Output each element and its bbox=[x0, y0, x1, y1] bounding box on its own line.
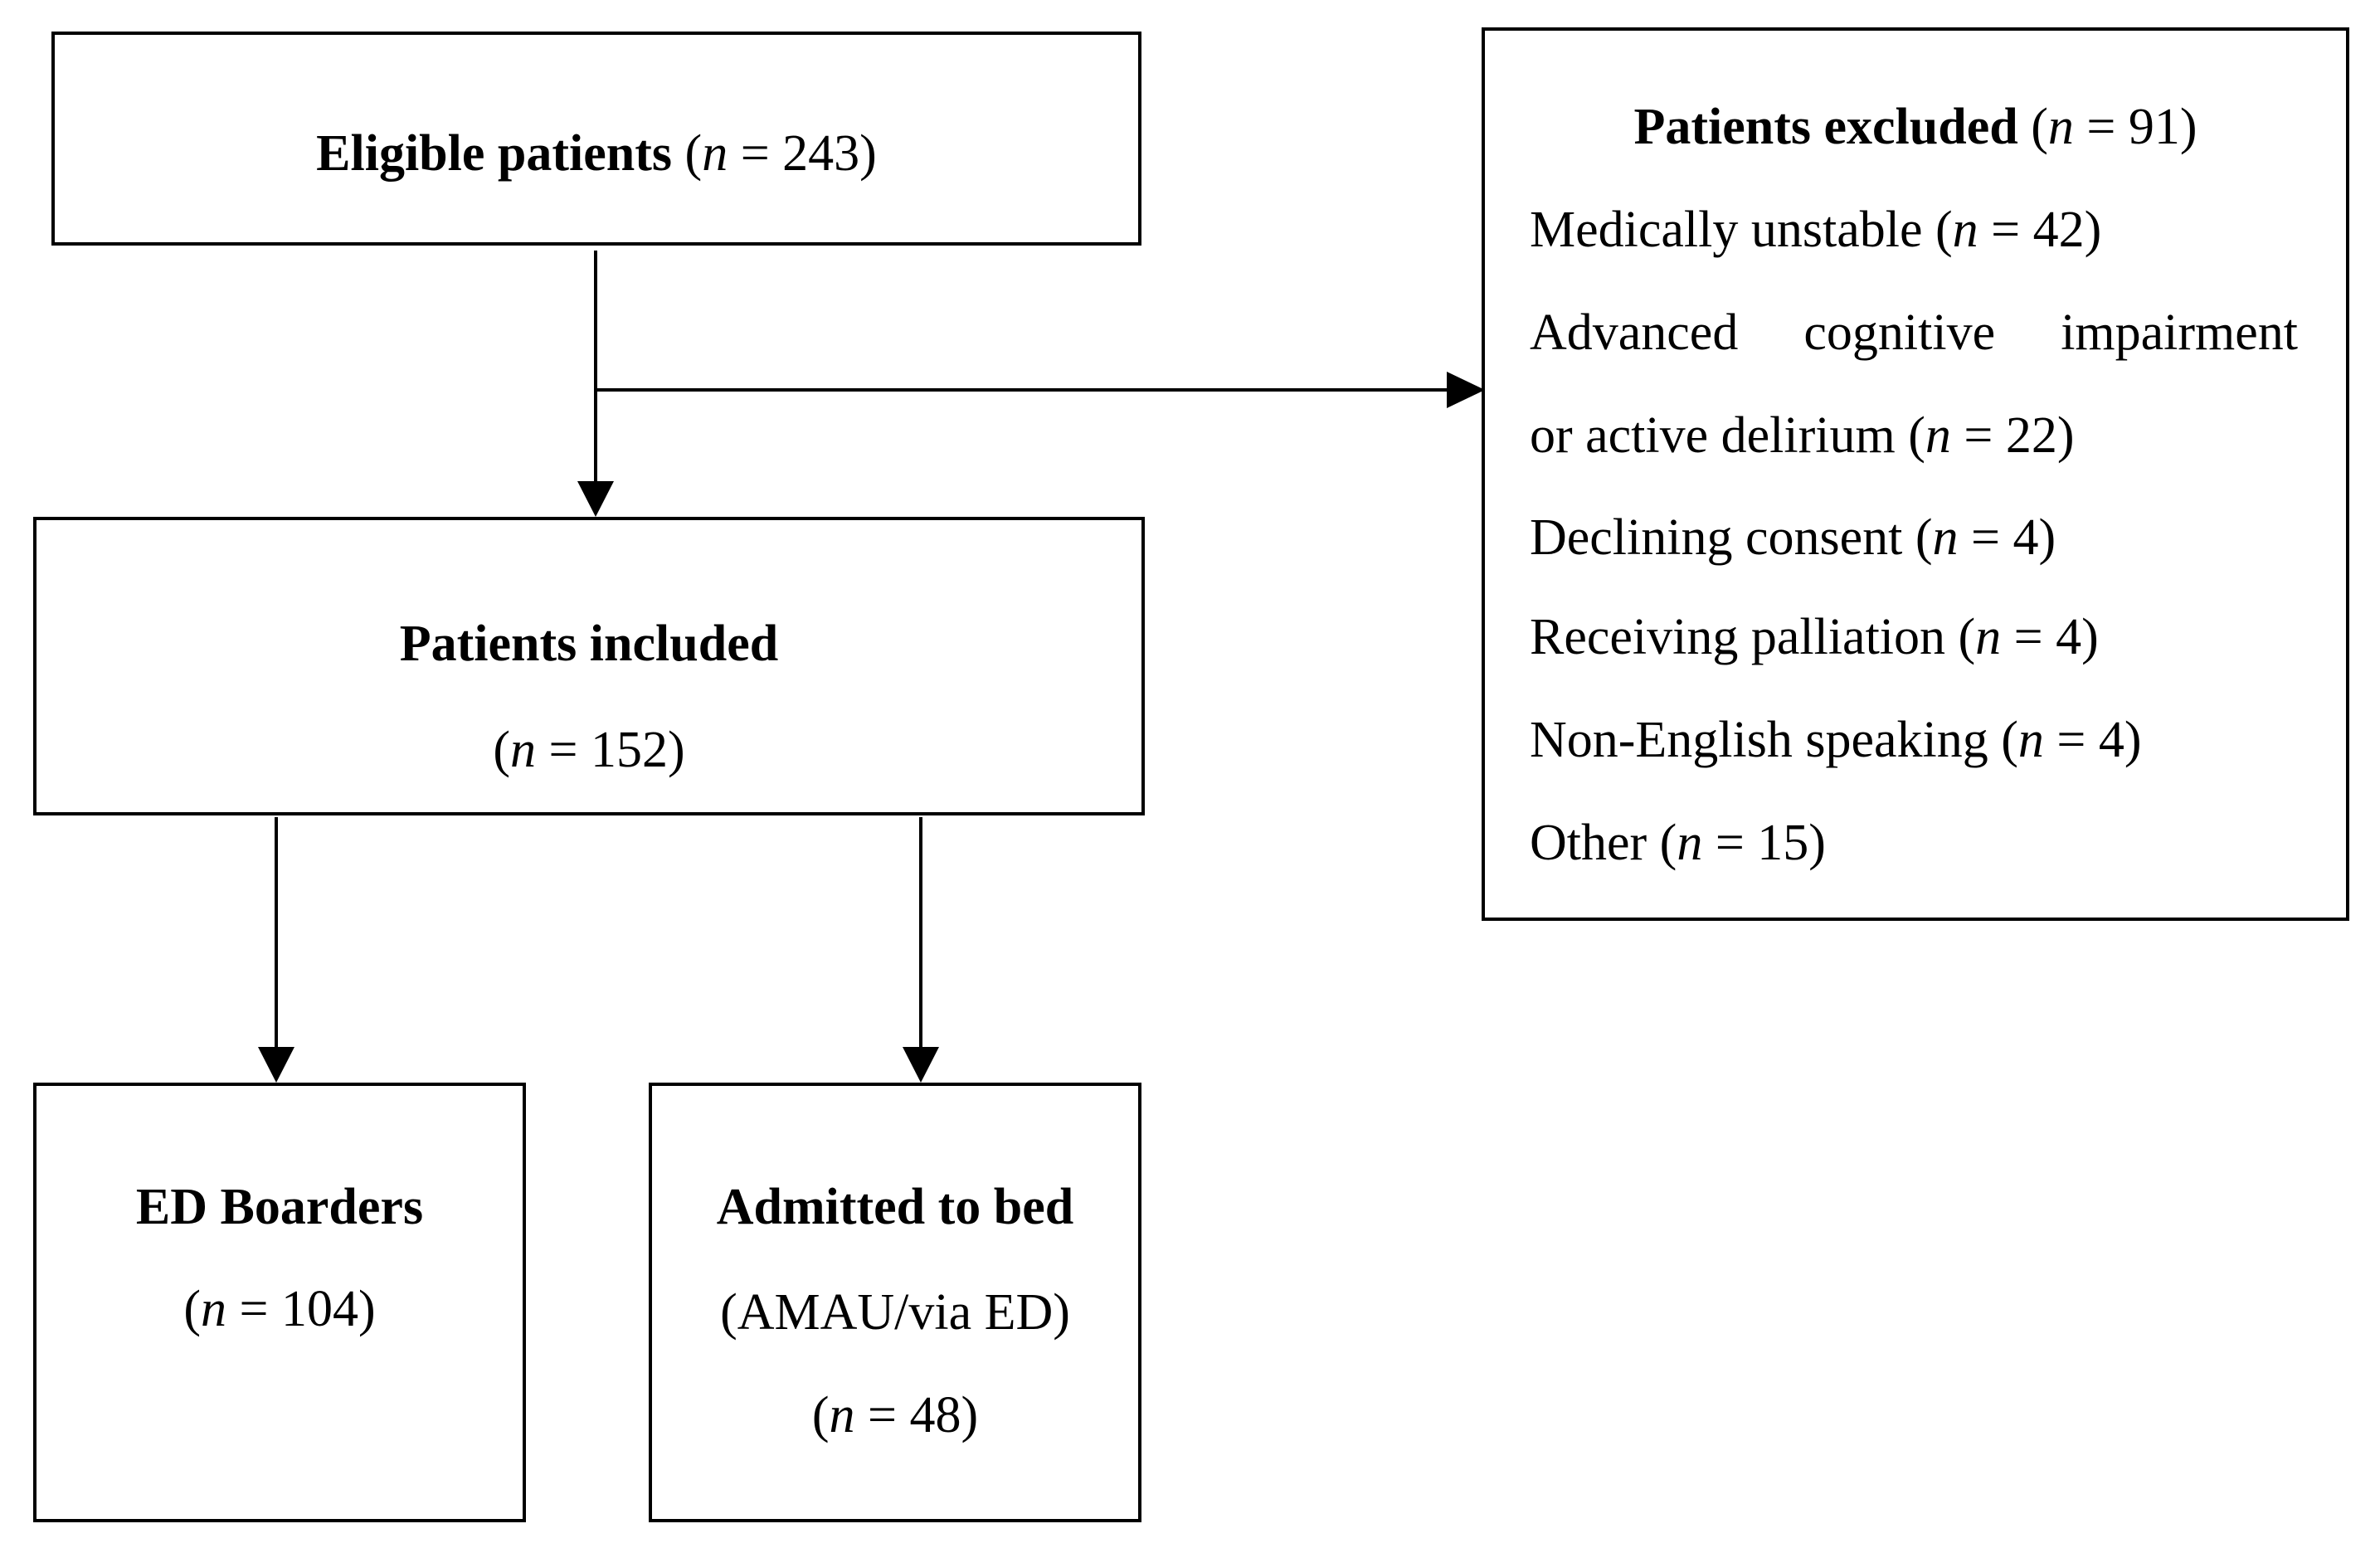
exclusion-reason-medically-unstable: Medically unstable (n = 42) bbox=[1530, 204, 2101, 256]
paren-open: ( bbox=[2017, 99, 2048, 155]
patients-included-box: Patients included (n = 152) bbox=[33, 517, 1145, 815]
count-value: = 42) bbox=[1978, 202, 2102, 258]
eligible-patients-text: Eligible patients (n = 243) bbox=[55, 128, 1138, 179]
admitted-to-bed-label: Admitted to bed bbox=[716, 1179, 1074, 1235]
patients-excluded-box: Patients excluded (n = 91) Medically uns… bbox=[1482, 27, 2349, 921]
arrowhead-boarders bbox=[258, 1047, 294, 1083]
reason-text: Medically unstable ( bbox=[1530, 202, 1953, 258]
reason-text: Non-English speaking ( bbox=[1530, 712, 2018, 768]
exclusion-reason-palliation: Receiving palliation (n = 4) bbox=[1530, 611, 2099, 663]
n-symbol: n bbox=[2017, 712, 2044, 768]
eligible-patients-label: Eligible patients bbox=[316, 125, 673, 182]
ed-boarders-box: ED Boarders (n = 104) bbox=[33, 1083, 526, 1522]
n-symbol: n bbox=[1677, 815, 1703, 871]
n-symbol: n bbox=[702, 125, 728, 182]
reason-text: Other ( bbox=[1530, 815, 1677, 871]
arrowhead-admitted bbox=[903, 1047, 939, 1083]
paren-open: ( bbox=[684, 125, 703, 182]
count-value: = 22) bbox=[1950, 407, 2075, 464]
admitted-to-bed-count: (n = 48) bbox=[652, 1390, 1138, 1441]
count-value: = 243) bbox=[728, 125, 877, 182]
exclusion-reason-active-delirium: or active delirium (n = 22) bbox=[1530, 410, 2075, 461]
paren-open: ( bbox=[493, 722, 511, 778]
count-value: = 152) bbox=[536, 722, 685, 778]
n-symbol: n bbox=[1925, 407, 1951, 464]
paren-open: ( bbox=[811, 1387, 830, 1443]
count-value: = 48) bbox=[854, 1387, 979, 1443]
arrowhead-excluded bbox=[1447, 372, 1485, 408]
patients-excluded-heading: Patients excluded (n = 91) bbox=[1485, 101, 2346, 153]
exclusion-reason-other: Other (n = 15) bbox=[1530, 817, 1826, 869]
n-symbol: n bbox=[1932, 509, 1959, 566]
reason-word: impairment bbox=[2061, 304, 2298, 361]
count-value: = 15) bbox=[1702, 815, 1826, 871]
paren-open: ( bbox=[183, 1281, 202, 1337]
admitted-to-bed-box: Admitted to bed (AMAU/via ED) (n = 48) bbox=[649, 1083, 1141, 1522]
exclusion-reason-cognitive-impairment: Advanced cognitive impairment bbox=[1530, 307, 2298, 358]
count-value: = 91) bbox=[2073, 99, 2197, 155]
n-symbol: n bbox=[829, 1387, 855, 1443]
count-value: = 4) bbox=[1958, 509, 2056, 566]
ed-boarders-label: ED Boarders bbox=[135, 1179, 424, 1235]
eligible-patients-box: Eligible patients (n = 243) bbox=[51, 32, 1141, 246]
n-symbol: n bbox=[1952, 202, 1978, 258]
reason-text: or active delirium ( bbox=[1530, 407, 1925, 464]
n-symbol: n bbox=[201, 1281, 227, 1337]
n-symbol: n bbox=[2047, 99, 2074, 155]
n-symbol: n bbox=[510, 722, 537, 778]
arrowhead-included bbox=[577, 481, 614, 517]
exclusion-reason-non-english: Non-English speaking (n = 4) bbox=[1530, 714, 2142, 766]
exclusion-reason-declining-consent: Declining consent (n = 4) bbox=[1530, 512, 2056, 563]
eligible-patients-count: (n = 243) bbox=[685, 125, 877, 182]
reason-word: Advanced bbox=[1530, 304, 1739, 361]
reason-text: Receiving palliation ( bbox=[1530, 609, 1976, 665]
count-value: = 4) bbox=[2001, 609, 2099, 665]
admitted-to-bed-subtitle: (AMAU/via ED) bbox=[720, 1284, 1070, 1341]
patients-included-label: Patients included bbox=[399, 616, 779, 672]
count-value: = 4) bbox=[2043, 712, 2142, 768]
n-symbol: n bbox=[1975, 609, 2002, 665]
reason-text: Declining consent ( bbox=[1530, 509, 1933, 566]
ed-boarders-count: (n = 104) bbox=[37, 1283, 523, 1335]
reason-word: cognitive bbox=[1803, 304, 1996, 361]
patients-excluded-label: Patients excluded bbox=[1633, 99, 2018, 155]
patients-included-count: (n = 152) bbox=[37, 724, 1141, 776]
count-value: = 104) bbox=[226, 1281, 376, 1337]
